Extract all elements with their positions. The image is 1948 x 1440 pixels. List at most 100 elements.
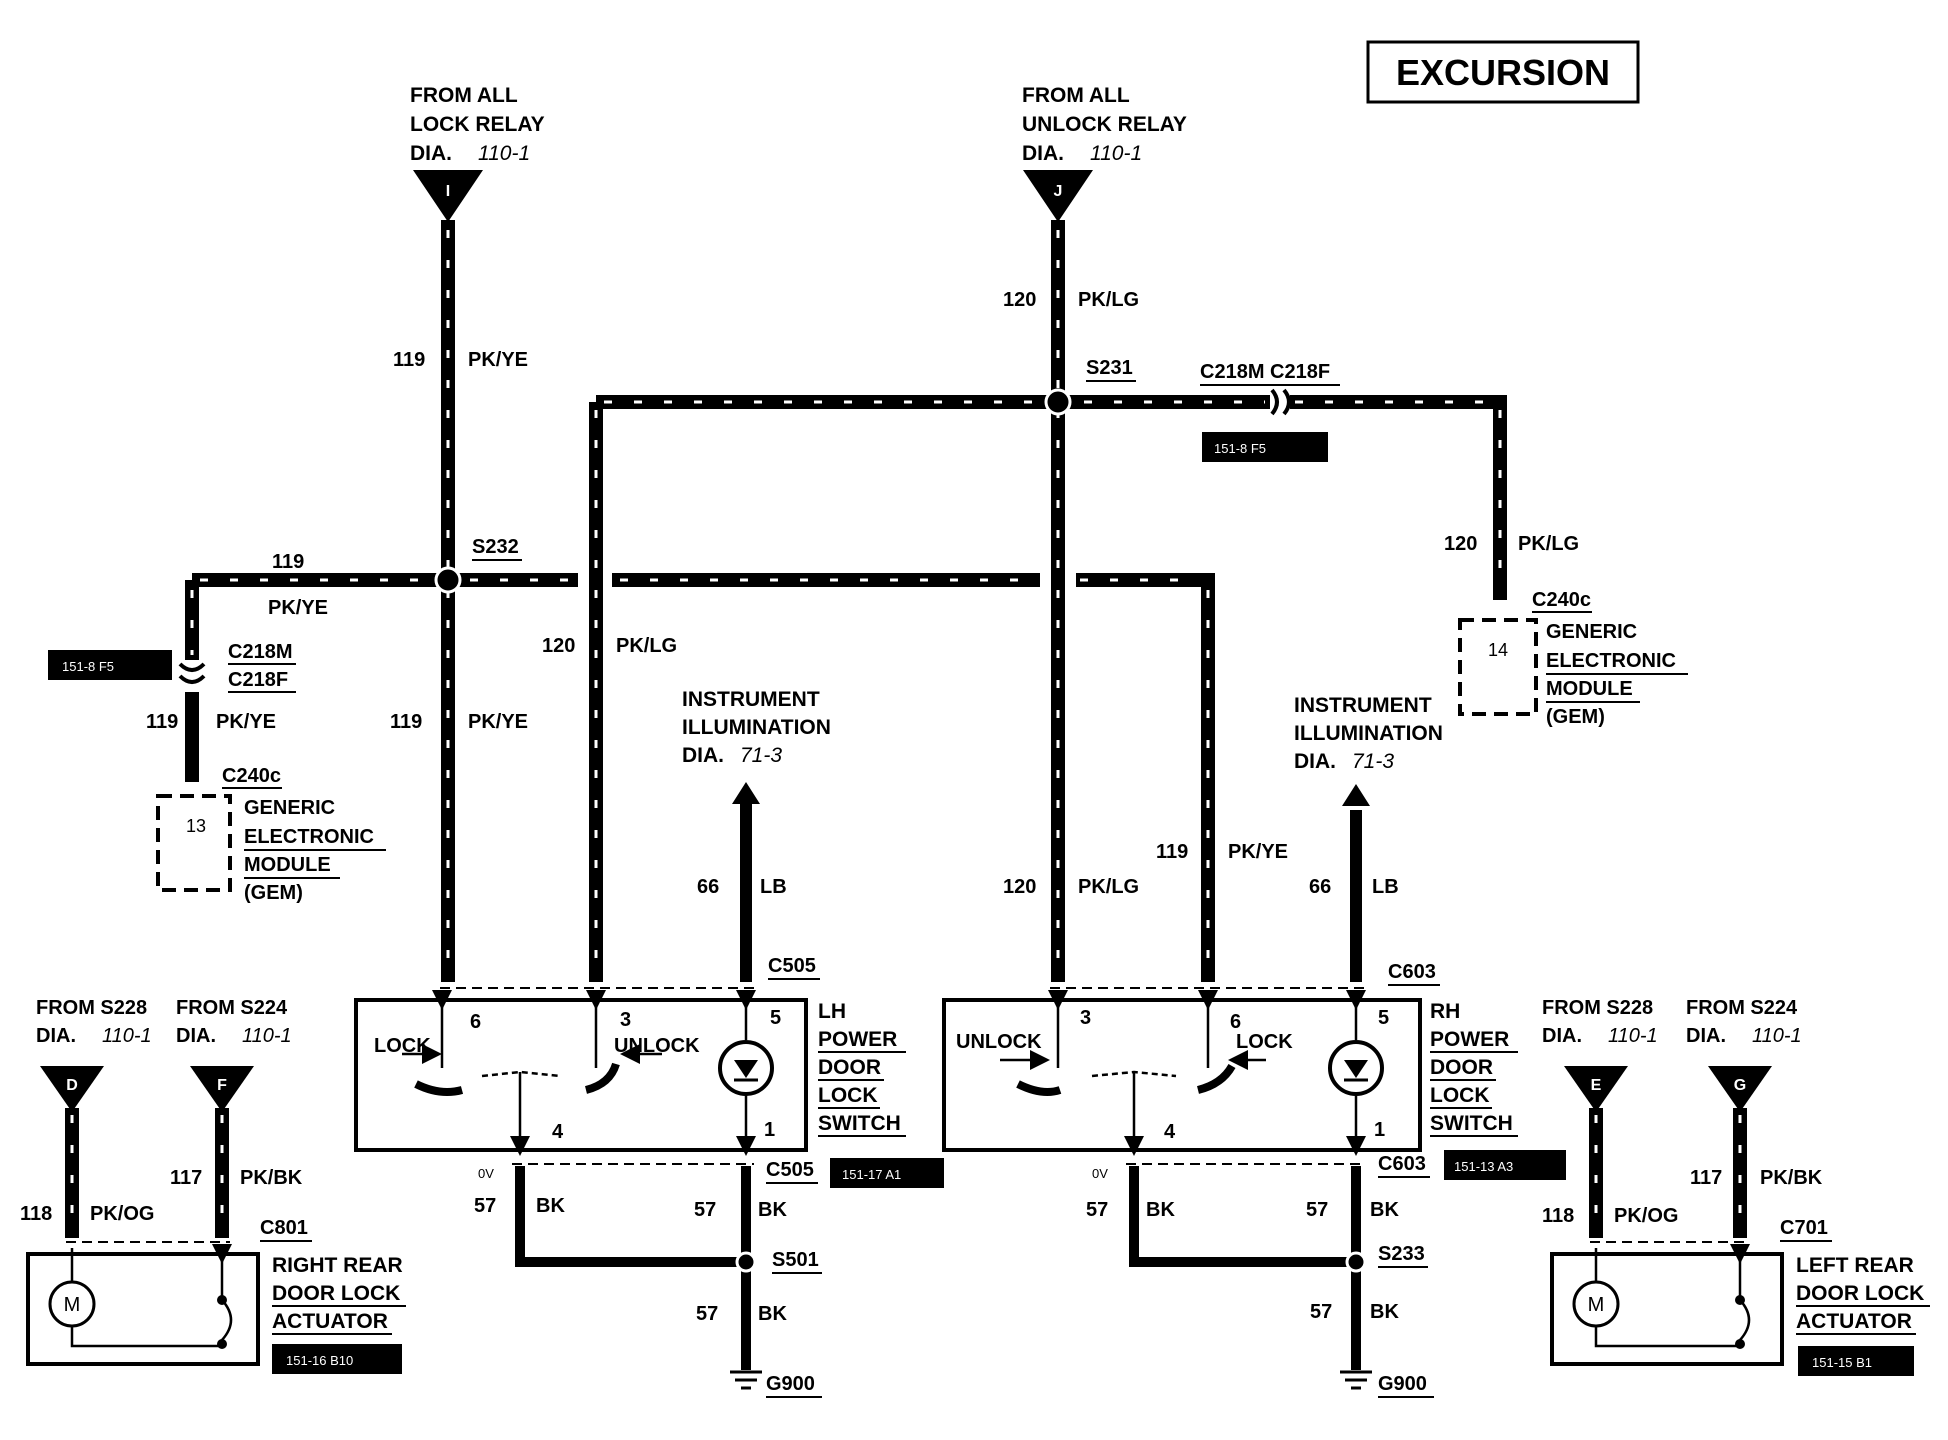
reference-tags: 151-8 F5 151-8 F5 151-17 A1 151-13 A3 15… [48, 432, 1914, 1376]
splice-dots [434, 388, 1367, 1273]
svg-text:PK/OG: PK/OG [90, 1203, 154, 1225]
svg-text:DOOR: DOOR [818, 1056, 881, 1079]
svg-text:57: 57 [474, 1195, 496, 1217]
illum-arrow-left: INSTRUMENT ILLUMINATION DIA. 71-3 [682, 688, 831, 804]
svg-text:PK/YE: PK/YE [468, 349, 528, 371]
svg-text:UNLOCK: UNLOCK [956, 1031, 1042, 1053]
svg-text:FROM S224: FROM S224 [176, 997, 288, 1019]
gem-module-left: 13 GENERIC ELECTRONIC MODULE (GEM) [156, 794, 386, 904]
svg-text:ELECTRONIC: ELECTRONIC [244, 826, 374, 848]
svg-text:57: 57 [1086, 1199, 1108, 1221]
svg-text:71-3: 71-3 [740, 744, 782, 767]
svg-text:I: I [446, 183, 450, 200]
svg-text:PK/YE: PK/YE [268, 597, 328, 619]
svg-text:LOCK: LOCK [818, 1084, 878, 1107]
gem-module-right: 14 GENERIC ELECTRONIC MODULE (GEM) [1458, 618, 1688, 728]
svg-text:BK: BK [1370, 1301, 1399, 1323]
svg-text:PK/OG: PK/OG [1614, 1205, 1678, 1227]
svg-text:FROM S224: FROM S224 [1686, 997, 1798, 1019]
svg-text:120: 120 [1444, 533, 1477, 555]
connector-labels-switch: C505 C603 C505 C603 C801 C701 [260, 955, 1832, 1242]
svg-text:110-1: 110-1 [1752, 1025, 1802, 1047]
svg-text:G900: G900 [766, 1373, 815, 1395]
svg-text:UNLOCK: UNLOCK [614, 1035, 700, 1057]
svg-text:ILLUMINATION: ILLUMINATION [1294, 722, 1443, 745]
svg-text:0V: 0V [478, 1166, 494, 1181]
lh-power-door-lock-switch: LOCK UNLOCK 6 3 5 4 1 LH POWER DOOR LOCK… [354, 990, 906, 1156]
svg-text:BK: BK [1146, 1199, 1175, 1221]
svg-text:LH: LH [818, 1000, 846, 1023]
connector-c218m: C218M [228, 641, 292, 663]
svg-text:PK/LG: PK/LG [1518, 533, 1579, 555]
svg-text:BK: BK [758, 1303, 787, 1325]
svg-text:71-3: 71-3 [1352, 750, 1394, 773]
svg-text:3: 3 [620, 1009, 631, 1031]
svg-text:FROM ALL: FROM ALL [1022, 84, 1130, 107]
svg-text:LOCK: LOCK [374, 1035, 431, 1057]
c218-connector-marks [178, 388, 1291, 684]
svg-text:DIA.: DIA. [176, 1025, 216, 1047]
svg-text:6: 6 [470, 1011, 481, 1033]
svg-text:FROM S228: FROM S228 [36, 997, 147, 1019]
svg-text:INSTRUMENT: INSTRUMENT [682, 688, 820, 711]
svg-text:57: 57 [694, 1199, 716, 1221]
svg-text:DIA.: DIA. [1686, 1025, 1726, 1047]
bottom-from-labels: FROM S228 DIA. 110-1 FROM S224 DIA. 110-… [20, 997, 1823, 1227]
svg-text:117: 117 [170, 1167, 202, 1189]
svg-text:PK/BK: PK/BK [240, 1167, 303, 1189]
svg-text:3: 3 [1080, 1007, 1091, 1029]
page-title: EXCURSION [1396, 52, 1610, 93]
ground-labels: 0V 0V 57 BK 57 BK 57 BK 57 BK S501 S233 … [474, 1166, 1434, 1398]
svg-text:(GEM): (GEM) [1546, 706, 1605, 728]
svg-text:INSTRUMENT: INSTRUMENT [1294, 694, 1432, 717]
svg-text:57: 57 [696, 1303, 718, 1325]
svg-text:G: G [1734, 1077, 1746, 1094]
svg-text:C505: C505 [768, 955, 816, 977]
svg-text:66: 66 [1309, 876, 1331, 898]
tag-151-17-a1: 151-17 A1 [842, 1167, 901, 1182]
tag-151-13-a3: 151-13 A3 [1454, 1159, 1513, 1174]
svg-text:14: 14 [1488, 640, 1508, 660]
svg-text:6: 6 [1230, 1011, 1241, 1033]
svg-text:FROM ALL: FROM ALL [410, 84, 518, 107]
svg-text:D: D [66, 1077, 78, 1094]
svg-text:C701: C701 [1780, 1217, 1828, 1239]
svg-text:ACTUATOR: ACTUATOR [272, 1310, 388, 1333]
svg-text:117: 117 [1690, 1167, 1722, 1189]
svg-text:DOOR LOCK: DOOR LOCK [272, 1282, 400, 1305]
connector-triangle-i: I [413, 170, 483, 222]
connector-c240c-left: C240c [222, 765, 281, 787]
svg-text:C603: C603 [1388, 961, 1436, 983]
svg-text:FROM S228: FROM S228 [1542, 997, 1653, 1019]
svg-text:110-1: 110-1 [242, 1025, 292, 1047]
svg-text:LOCK: LOCK [1236, 1031, 1293, 1053]
svg-text:UNLOCK RELAY: UNLOCK RELAY [1022, 113, 1187, 136]
svg-text:SWITCH: SWITCH [818, 1112, 901, 1135]
illum-arrow-right: INSTRUMENT ILLUMINATION DIA. 71-3 [1294, 694, 1443, 806]
right-rear-door-lock-actuator: M RIGHT REAR DOOR LOCK ACTUATOR [26, 1244, 406, 1366]
svg-text:LOCK RELAY: LOCK RELAY [410, 113, 545, 136]
svg-text:119: 119 [272, 551, 304, 573]
svg-text:LB: LB [1372, 876, 1399, 898]
connector-triangle-e: E [1564, 1066, 1628, 1112]
svg-text:DOOR LOCK: DOOR LOCK [1796, 1282, 1924, 1305]
wire-labels: 119 PK/YE 120 PK/LG 119 PK/YE 119 PK/YE … [146, 289, 1579, 898]
connector-c240c-right: C240c [1532, 589, 1591, 611]
svg-text:DIA.: DIA. [1022, 142, 1064, 165]
rh-power-door-lock-switch: UNLOCK LOCK 3 6 5 4 1 RH POWER DOOR LOCK… [942, 990, 1518, 1156]
wire-network [65, 220, 1747, 1370]
connector-triangle-j: J [1023, 170, 1093, 222]
motor-symbol-right: M [64, 1294, 81, 1316]
splice-s232: S232 [472, 536, 519, 558]
svg-text:BK: BK [758, 1199, 787, 1221]
tag-151-15-b1: 151-15 B1 [1812, 1355, 1872, 1370]
svg-text:(GEM): (GEM) [244, 882, 303, 904]
svg-text:ILLUMINATION: ILLUMINATION [682, 716, 831, 739]
svg-text:13: 13 [186, 816, 206, 836]
svg-text:GENERIC: GENERIC [1546, 621, 1637, 643]
ground-symbols [730, 1370, 1372, 1390]
svg-text:PK/LG: PK/LG [1078, 876, 1139, 898]
tag-151-8-f5-left: 151-8 F5 [62, 659, 114, 674]
connector-triangle-d: D [40, 1066, 104, 1112]
tag-151-8-f5-right: 151-8 F5 [1214, 441, 1266, 456]
